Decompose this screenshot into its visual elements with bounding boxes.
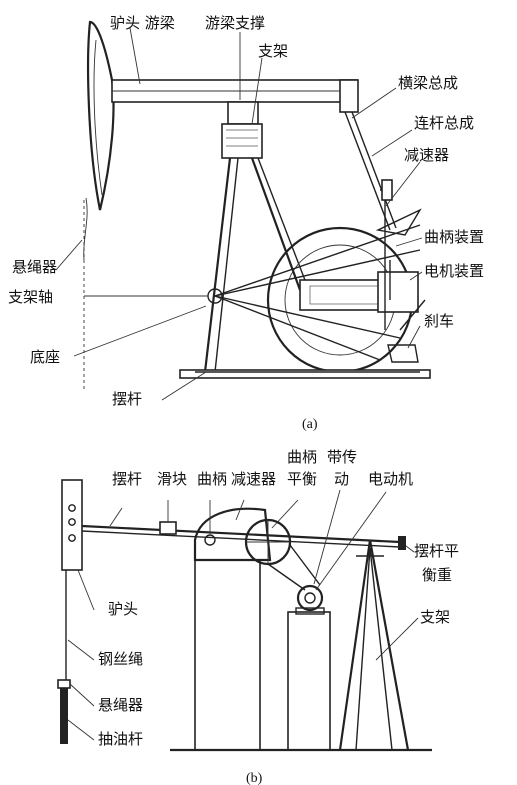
label-connecting-rod-a: 连杆总成	[414, 114, 474, 132]
counterweight-b	[398, 536, 406, 550]
caption-a: (a)	[302, 417, 318, 432]
reducer-b	[193, 507, 272, 562]
pitman-arm-a	[344, 111, 391, 231]
label-horsehead-beam-a: 驴头 游梁	[110, 14, 175, 32]
label-motor-b: 电动机	[368, 470, 413, 488]
label-motor-a: 电机装置	[424, 262, 484, 280]
diagram-a: 驴头 游梁 游梁支撑 支架 横梁总成 连杆总成 减速器 曲柄装置 电机装置 刹车…	[8, 14, 484, 432]
label-wire-rope-b: 钢丝绳	[98, 650, 143, 668]
label-belt-1-b: 带传	[327, 448, 357, 466]
label-slider-b: 滑块	[157, 470, 187, 488]
motor-stand-b	[287, 611, 331, 751]
label-hanger-b: 悬绳器	[98, 696, 143, 714]
post-leg-rear-a	[250, 157, 302, 291]
reducer-stand-b	[194, 559, 261, 751]
label-bracket-b: 支架	[420, 608, 450, 626]
label-swing-rod-b: 摆杆	[112, 470, 142, 488]
label-reducer-b: 减速器	[231, 470, 276, 488]
reducer-a	[299, 279, 391, 311]
diagram-b: 摆杆 滑块 曲柄 减速器 曲柄 平衡 带传 动 电动机 摆杆平 衡重 驴头 支架…	[57, 448, 459, 785]
label-crank-b: 曲柄	[197, 470, 227, 488]
label-crossbeam-a: 横梁总成	[398, 74, 458, 92]
motor-a	[377, 271, 419, 313]
belt-b	[267, 563, 306, 591]
label-hanger-a: 悬绳器	[12, 258, 57, 276]
label-crank-balance-2-b: 平衡	[287, 470, 317, 488]
swing-beam-b	[81, 524, 401, 544]
bearing-block-a	[221, 123, 263, 159]
hanger-b	[57, 679, 71, 689]
label-sucker-rod-b: 抽油杆	[98, 730, 143, 748]
sucker-rod-b	[60, 688, 68, 744]
label-reducer-a: 减速器	[404, 146, 449, 164]
caption-b: (b)	[246, 771, 263, 785]
label-swing-rod-a: 摆杆	[112, 390, 142, 408]
horsehead-a	[87, 20, 115, 211]
base-a	[179, 369, 431, 379]
tower-bracket-b	[338, 539, 410, 751]
label-crank-balance-1-b: 曲柄	[287, 448, 317, 466]
label-beam-support-a: 游梁支撑	[205, 14, 265, 32]
label-brake-a: 刹车	[424, 312, 454, 330]
motor-b	[296, 584, 324, 612]
label-counterweight-2-b: 衡重	[422, 566, 452, 584]
label-belt-2-b: 动	[334, 470, 349, 488]
label-counterweight-1-b: 摆杆平	[414, 542, 459, 560]
post-leg-front-a	[203, 157, 232, 373]
label-bracket-a: 支架	[258, 42, 288, 60]
brake-a	[387, 344, 419, 363]
label-crank-a: 曲柄装置	[424, 228, 484, 246]
label-base-a: 底座	[30, 348, 60, 366]
label-horsehead-b: 驴头	[108, 600, 138, 618]
label-bracket-shaft-a: 支架轴	[8, 288, 53, 306]
slider-b	[159, 521, 177, 535]
